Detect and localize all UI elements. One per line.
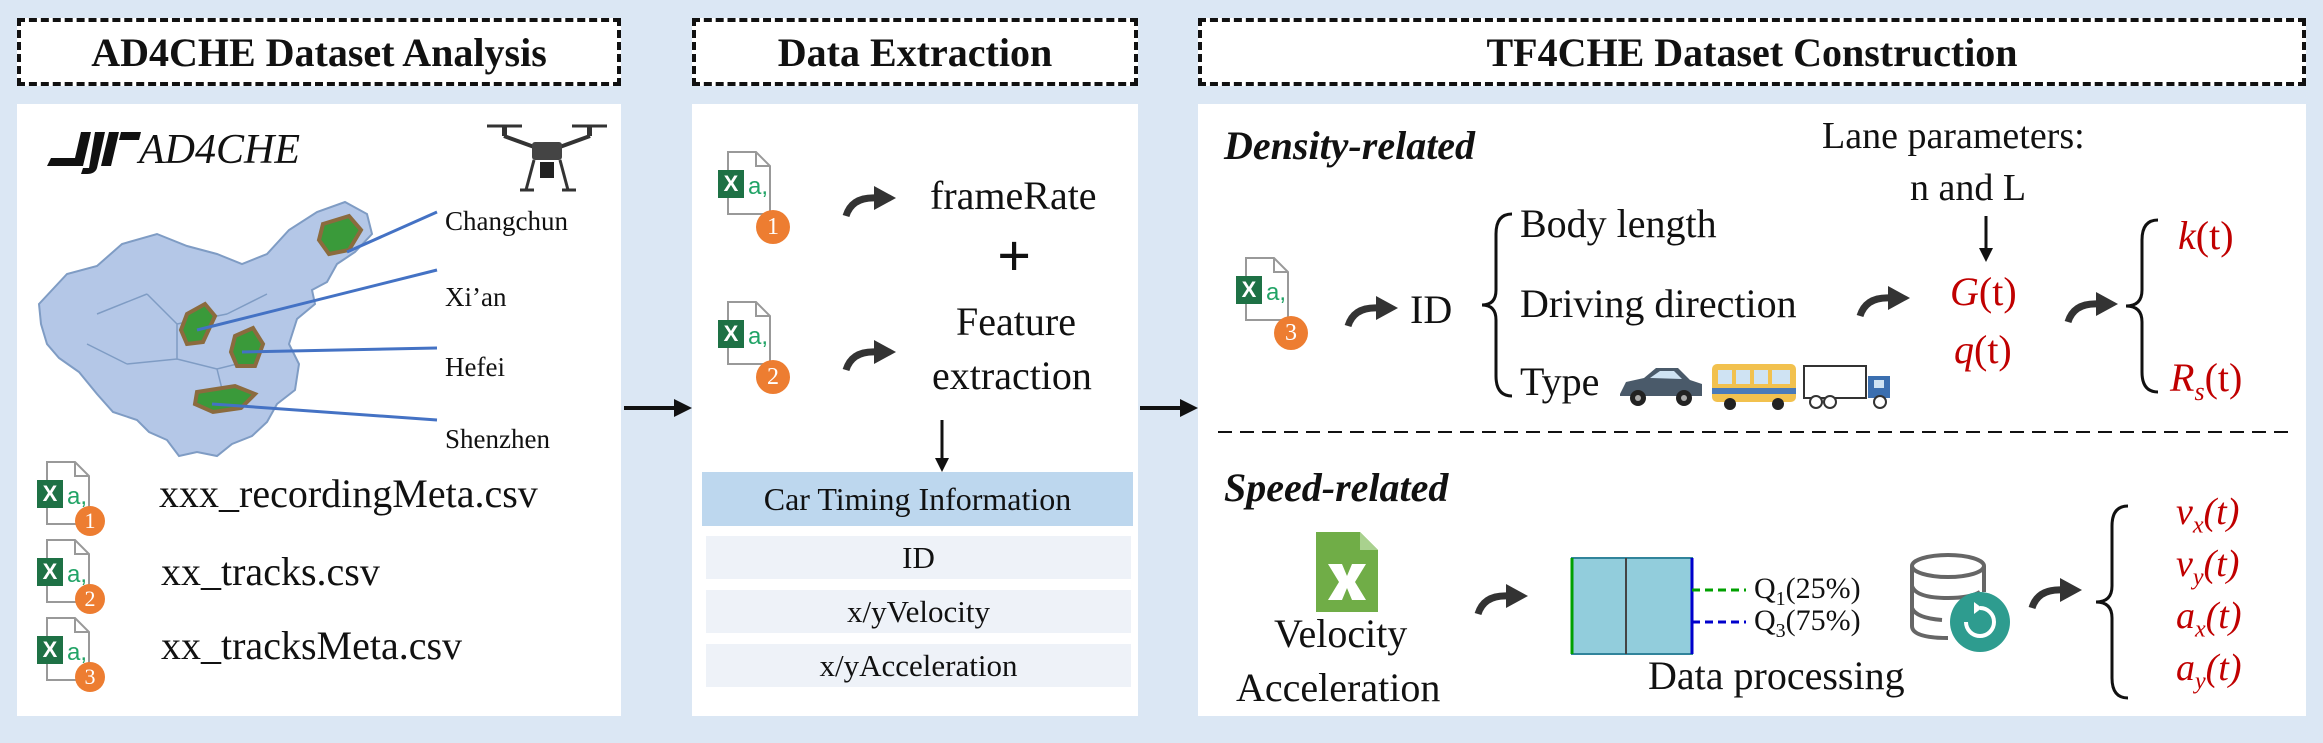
- svg-text:X: X: [43, 481, 58, 506]
- lane-params-line2: n and L: [1910, 167, 2027, 209]
- excel-file-icon: X a,: [718, 151, 771, 215]
- excel-file-icon: X a,: [1236, 257, 1289, 321]
- velocity-label: Velocity: [1274, 611, 1408, 656]
- svg-text:X: X: [43, 637, 58, 662]
- attr-type: Type: [1520, 359, 1600, 404]
- curved-arrow-icon: [1474, 584, 1528, 616]
- city-shenzhen: Shenzhen: [445, 424, 550, 454]
- svg-text:a,: a,: [67, 639, 87, 666]
- city-changchun: Changchun: [445, 206, 568, 236]
- file-name: xxx_recordingMeta.csv: [159, 471, 538, 516]
- density-title: Density-related: [1224, 123, 1476, 168]
- info-header: Car Timing Information: [702, 472, 1133, 526]
- vy-output: vy(t): [2176, 543, 2240, 591]
- data-processing-label: Data processing: [1648, 653, 1905, 698]
- city-leader-lines: [196, 210, 438, 422]
- database-refresh-icon: [1910, 553, 2010, 652]
- file-number-badge: 2: [756, 360, 790, 394]
- id-label: ID: [1410, 287, 1453, 332]
- file-item: X a, 1 xxx_recordingMeta.csv: [35, 458, 615, 538]
- down-arrow-icon: [935, 420, 949, 472]
- lane-params-line1: Lane parameters:: [1822, 115, 2085, 157]
- svg-text:a,: a,: [67, 561, 87, 588]
- file-number-badge: 3: [1274, 316, 1308, 350]
- attr-body-length: Body length: [1520, 201, 1717, 246]
- svg-text:a,: a,: [748, 173, 768, 200]
- curved-arrow-icon: [1856, 286, 1910, 318]
- curved-arrow-icon: [2064, 292, 2118, 324]
- excel-sheet-icon: [1316, 532, 1378, 612]
- svg-text:X: X: [724, 171, 739, 196]
- ax-output: ax(t): [2176, 595, 2242, 643]
- file-item: X a, 3 xx_tracksMeta.csv: [35, 614, 615, 694]
- drone-icon: [487, 124, 607, 192]
- svg-text:X: X: [724, 321, 739, 346]
- curved-arrow-icon: [2028, 578, 2082, 610]
- svg-text:a,: a,: [67, 483, 87, 510]
- construction-panel: Density-related Lane parameters: n and L…: [1198, 104, 2306, 716]
- feature-label-line1: Feature: [956, 299, 1076, 344]
- ay-output: ay(t): [2176, 647, 2242, 695]
- curved-arrow-icon: [842, 340, 896, 372]
- analysis-panel: AD4CHE Changchun Xi’an Hefei Shenzhen: [17, 104, 621, 716]
- excel-file-icon: X a,: [718, 301, 771, 365]
- truck-icon: [1803, 365, 1890, 409]
- car-icon: [1620, 368, 1702, 406]
- svg-text:a,: a,: [1266, 279, 1286, 306]
- file-number-badge: 3: [75, 662, 105, 692]
- file-name: xx_tracksMeta.csv: [161, 623, 463, 668]
- section-divider: [1218, 431, 2288, 433]
- city-hefei: Hefei: [445, 352, 505, 382]
- left-brace-icon: [2095, 504, 2129, 700]
- svg-text:X: X: [43, 559, 58, 584]
- q1-label: Q1(25%): [1754, 572, 1861, 610]
- plus-sign: +: [997, 223, 1032, 289]
- curved-arrow-icon: [1344, 296, 1398, 328]
- excel-file-icon: X a,: [37, 617, 90, 681]
- info-row: ID: [706, 536, 1131, 579]
- info-row: x/yVelocity: [706, 590, 1131, 633]
- file-item: X a, 2 xx_tracks.csv: [35, 536, 615, 616]
- vx-output: vx(t): [2176, 491, 2240, 539]
- left-brace-icon: [2125, 218, 2159, 394]
- acceleration-label: Acceleration: [1236, 665, 1441, 710]
- attr-driving-direction: Driving direction: [1520, 281, 1797, 326]
- excel-file-icon: X a,: [37, 461, 90, 525]
- k-output: k(t): [2178, 213, 2234, 258]
- file-number-badge: 1: [756, 210, 790, 244]
- file-name: xx_tracks.csv: [161, 549, 380, 594]
- curved-arrow-icon: [842, 186, 896, 218]
- g-output: G(t): [1950, 269, 2017, 314]
- header-analysis: AD4CHE Dataset Analysis: [17, 18, 621, 86]
- flow-arrow-icon: [1140, 399, 1198, 417]
- feature-label-line2: extraction: [932, 353, 1092, 398]
- q-output: q(t): [1954, 327, 2012, 372]
- header-extraction: Data Extraction: [692, 18, 1138, 86]
- boxplot-icon: [1570, 557, 1694, 655]
- svg-text:a,: a,: [748, 323, 768, 350]
- bus-icon: [1712, 364, 1796, 410]
- q3-label: Q3(75%): [1754, 604, 1861, 642]
- extraction-panel: X a, 1 frameRate + X a, 2 Feature extrac…: [692, 104, 1138, 716]
- file-number-badge: 2: [75, 584, 105, 614]
- info-row: x/yAcceleration: [706, 644, 1131, 687]
- city-xian: Xi’an: [445, 282, 507, 312]
- dji-logo-icon: [47, 132, 141, 174]
- brand-label: AD4CHE: [139, 127, 300, 173]
- speed-title: Speed-related: [1224, 465, 1449, 510]
- quartile-lines: [1692, 588, 1746, 624]
- header-construction: TF4CHE Dataset Construction: [1198, 18, 2306, 86]
- frame-rate-label: frameRate: [930, 173, 1097, 218]
- down-arrow-icon: [1979, 216, 1993, 262]
- excel-file-icon: X a,: [37, 539, 90, 603]
- left-brace-icon: [1481, 212, 1513, 398]
- r-output: Rs(t): [2170, 355, 2243, 406]
- svg-text:X: X: [1242, 277, 1257, 302]
- file-number-badge: 1: [75, 506, 105, 536]
- flow-arrow-icon: [624, 399, 692, 417]
